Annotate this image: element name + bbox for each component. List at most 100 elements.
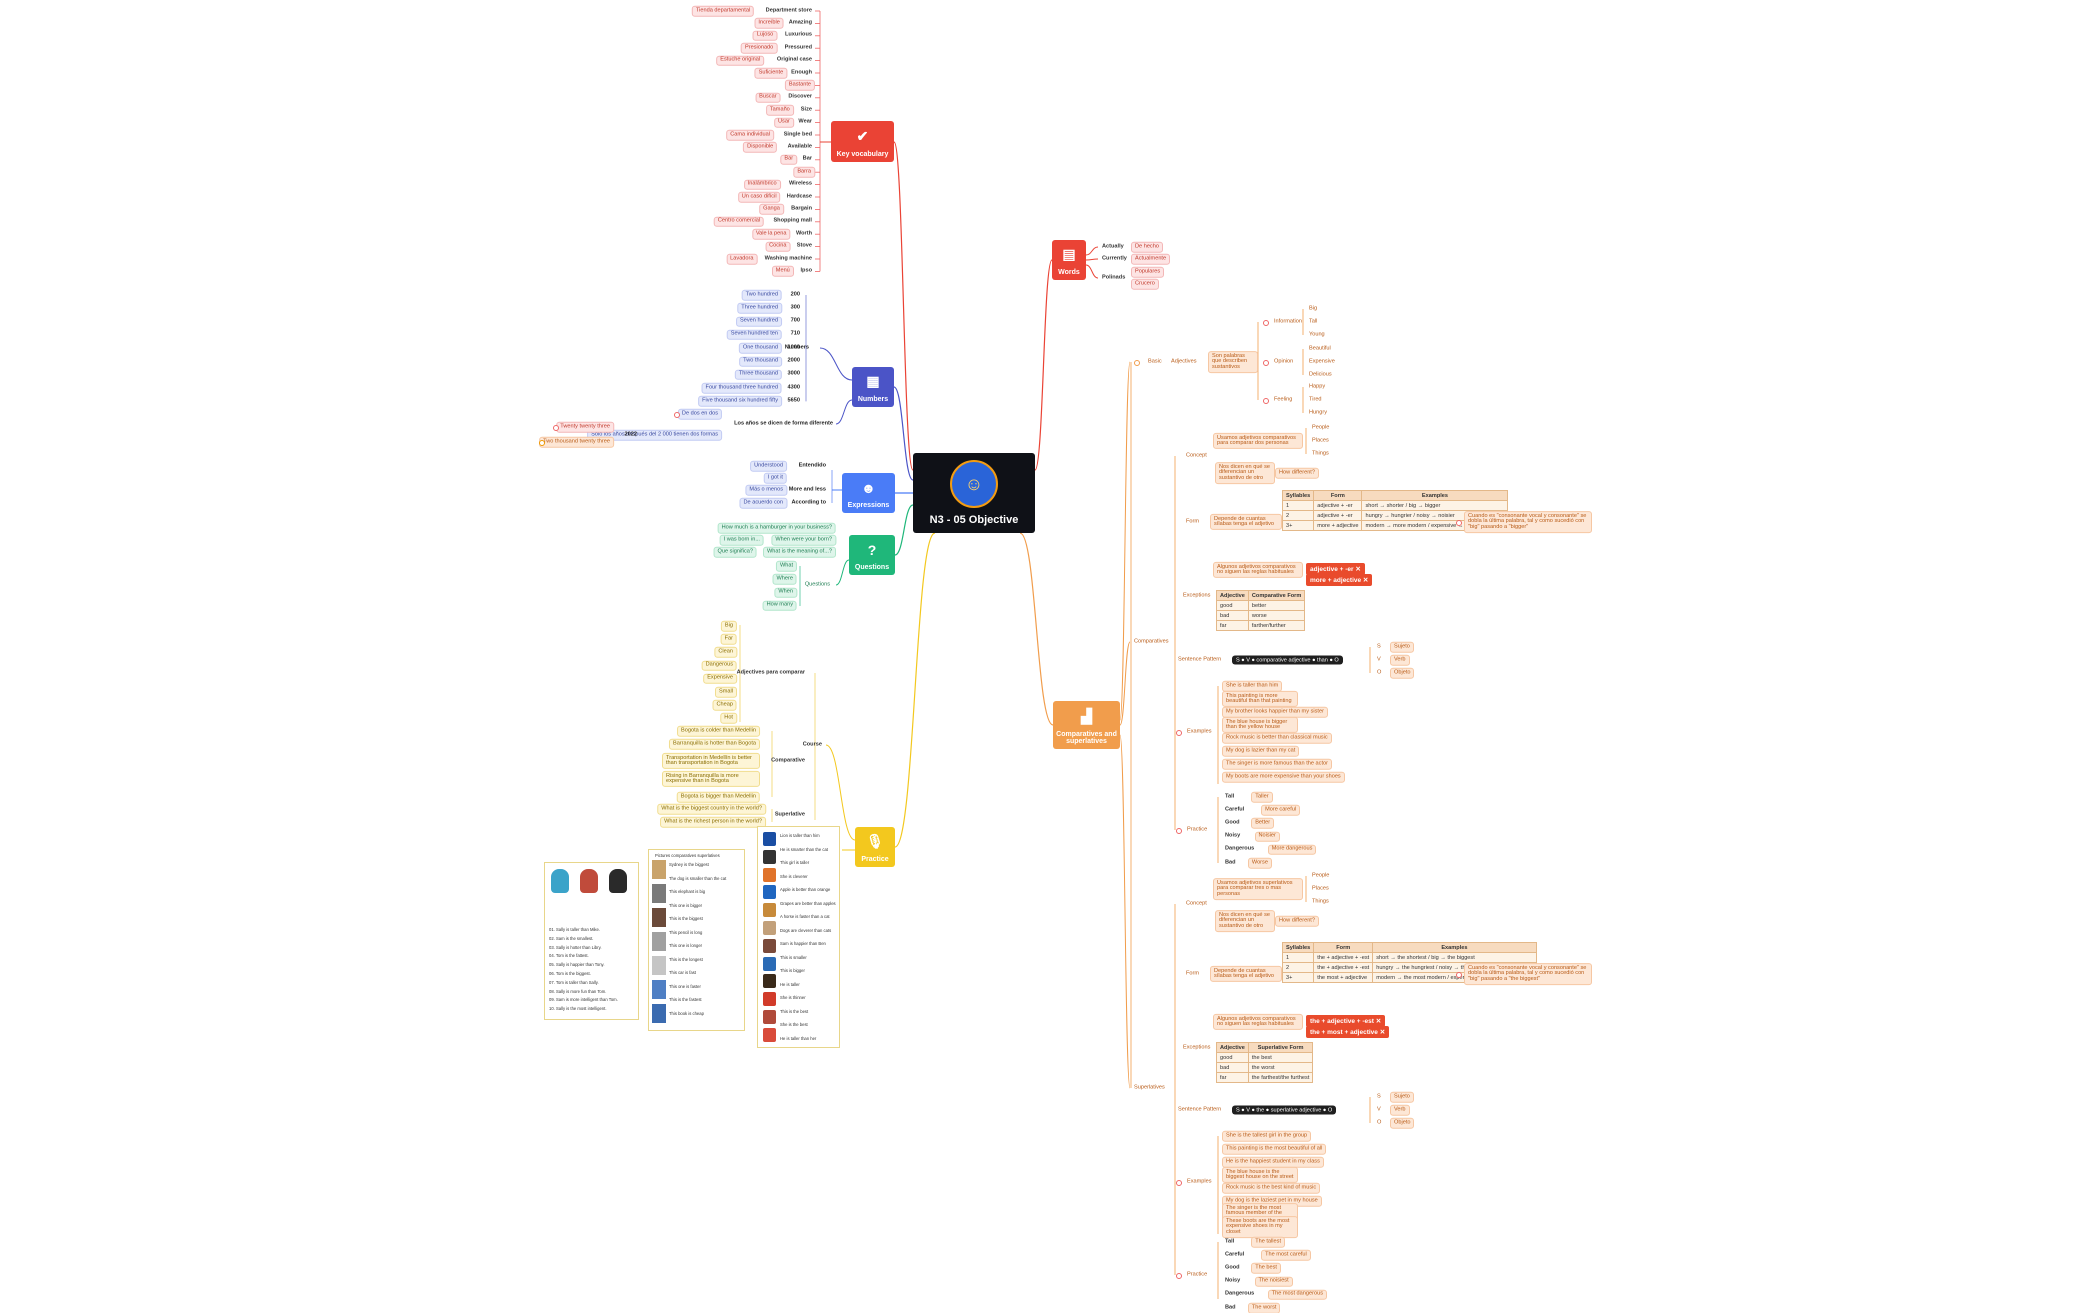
form-tip[interactable]: Cuando es "consonante vocal y consonante… (1464, 963, 1592, 985)
collapse-dot-icon[interactable] (1263, 320, 1269, 326)
practice-adjective-0[interactable]: Tall (1225, 1238, 1235, 1245)
word-currently[interactable]: Currently (1102, 255, 1127, 262)
expression-english-0[interactable]: Entendido (798, 462, 826, 469)
word-currently-es[interactable]: Actualmente (1131, 253, 1171, 265)
superlative-label[interactable]: Superlative (774, 811, 805, 818)
compare-adjective-0[interactable]: Big (720, 620, 737, 632)
number-digits-5[interactable]: 2000 (787, 357, 800, 364)
example-sentence-4[interactable]: Rock music is better than classical musi… (1222, 732, 1332, 744)
vocab-english-9[interactable]: Wear (798, 118, 812, 125)
vocab-spanish-18[interactable]: Vale la pena (751, 228, 791, 240)
vocab-english-3[interactable]: Pressured (784, 44, 812, 51)
branch-words[interactable]: ▤ Words (1052, 240, 1086, 280)
vocab-spanish-14[interactable]: Inalámbrico (743, 179, 781, 190)
worksheet-characters[interactable]: 01. Sally is taller than Mike.02. Sam is… (544, 862, 639, 1020)
collapse-dot-icon[interactable] (1176, 1273, 1182, 1279)
svo-word-1[interactable]: Verb (1390, 654, 1410, 666)
comparative-sentence-1[interactable]: Barranquilla is hotter than Bogota (668, 738, 760, 750)
vocab-english-2[interactable]: Luxurious (784, 32, 812, 38)
vocab-english-15[interactable]: Hardcase (786, 193, 812, 200)
expression-spanish-3[interactable]: De acuerdo con (739, 497, 787, 509)
superlative-question-1[interactable]: What is the richest person in the world? (660, 816, 766, 828)
branch-comparatives[interactable]: ▟ Comparatives and superlatives (1053, 701, 1120, 749)
compare-adjective-4[interactable]: Expensive (703, 673, 737, 685)
vocab-spanish-12[interactable]: Bar (780, 154, 798, 166)
svo-letter-2[interactable]: O (1377, 1119, 1382, 1126)
years-note-1[interactable]: De dos en dos (677, 408, 722, 420)
example-sentence-0[interactable]: She is taller than him (1222, 680, 1283, 692)
practice-answer-2[interactable]: Better (1251, 818, 1275, 829)
compare-adjective-3[interactable]: Dangerous (701, 660, 737, 671)
category-opinion-item-2[interactable]: Delicious (1309, 371, 1332, 378)
practice-answer-5[interactable]: The worst (1247, 1302, 1281, 1313)
question-2-spanish[interactable]: I was born in... (719, 534, 764, 546)
concept-item-1[interactable]: Places (1312, 885, 1329, 892)
compare-adjective-5[interactable]: Small (715, 686, 737, 698)
branch-questions[interactable]: ? Questions (849, 535, 895, 575)
collapse-dot-icon[interactable] (1456, 972, 1462, 978)
practice-adjective-3[interactable]: Noisy (1225, 1277, 1241, 1284)
concept-question-2[interactable]: How different? (1275, 467, 1319, 479)
vocab-english-11[interactable]: Available (787, 143, 812, 150)
question-2-english[interactable]: When were your born? (771, 534, 836, 546)
vocab-english-7[interactable]: Discover (788, 94, 812, 100)
practice-answer-5[interactable]: Worse (1247, 857, 1272, 869)
year-form-a[interactable]: Twenty twenty three (556, 421, 614, 433)
form-tip[interactable]: Cuando es "consonante vocal y consonante… (1464, 511, 1592, 533)
word-actually-es[interactable]: De hecho (1131, 241, 1163, 253)
vocab-spanish-19[interactable]: Cocina (765, 241, 791, 252)
vocab-spanish-7[interactable]: Buscar (755, 92, 781, 104)
svo-letter-1[interactable]: V (1377, 656, 1381, 663)
year-form-b[interactable]: Two thousand twenty three (539, 436, 614, 448)
superlative-question-0[interactable]: What is the biggest country in the world… (657, 803, 766, 815)
vocab-spanish-21[interactable]: Menú (771, 266, 794, 277)
example-sentence-6[interactable]: The singer is more famous than the actor (1222, 758, 1332, 770)
question-1[interactable]: How much is a hamburger in your business… (717, 522, 836, 534)
concept-item-2[interactable]: Things (1312, 450, 1329, 457)
number-digits-3[interactable]: 710 (790, 331, 800, 338)
basic-label[interactable]: Basic (1148, 358, 1162, 365)
vocab-english-1[interactable]: Amazing (788, 19, 812, 26)
questions-label[interactable]: Questions (804, 581, 830, 588)
concept-item-1[interactable]: Places (1312, 437, 1329, 444)
category-feeling-item-2[interactable]: Hungry (1309, 409, 1328, 416)
number-words-5[interactable]: Two thousand (739, 356, 782, 367)
word-crucero[interactable]: Crucero (1131, 278, 1159, 290)
vocab-english-18[interactable]: Worth (795, 230, 812, 237)
question-3-english[interactable]: What is the meaning of...? (763, 546, 836, 558)
collapse-dot-icon[interactable] (1134, 360, 1140, 366)
collapse-dot-icon[interactable] (1263, 360, 1269, 366)
compare-adjective-7[interactable]: Hot (720, 713, 737, 724)
svo-word-0[interactable]: Sujeto (1390, 641, 1414, 653)
vocab-english-19[interactable]: Stove (796, 242, 812, 249)
practice-adjective-0[interactable]: Tall (1225, 793, 1235, 800)
number-words-4[interactable]: One thousand (738, 342, 782, 354)
course-label[interactable]: Course (802, 741, 822, 748)
category-information-item-0[interactable]: Big (1309, 305, 1318, 312)
category-information-item-1[interactable]: Tall (1309, 318, 1318, 325)
examples-label[interactable]: Examples (1187, 728, 1212, 735)
collapse-dot-icon[interactable] (1176, 828, 1182, 834)
example-sentence-3[interactable]: The blue house is the biggest house on t… (1222, 1166, 1298, 1184)
question-word-1[interactable]: Where (772, 574, 797, 585)
vocab-spanish-17[interactable]: Centro comercial (713, 216, 765, 228)
example-sentence-7[interactable]: My boots are more expensive than your sh… (1222, 771, 1345, 783)
svo-letter-1[interactable]: V (1377, 1106, 1381, 1113)
years-note-2[interactable]: Solo los años después del 2 000 tienen d… (587, 429, 722, 441)
practice-label[interactable]: Practice (1187, 826, 1208, 833)
vocab-english-4[interactable]: Original case (776, 56, 812, 63)
vocab-english-5[interactable]: Enough (791, 69, 812, 76)
vocab-spanish-0[interactable]: Tienda departamental (691, 5, 755, 17)
vocab-english-10[interactable]: Single bed (783, 131, 812, 138)
practice-answer-0[interactable]: The tallest (1251, 1236, 1285, 1248)
practice-label[interactable]: Practice (1187, 1271, 1208, 1278)
branch-key-vocabulary[interactable]: ✔ Key vocabulary (831, 121, 894, 162)
question-word-3[interactable]: How many (762, 600, 797, 612)
form-label[interactable]: Form (1186, 518, 1200, 525)
vocab-spanish-20[interactable]: Lavadora (726, 253, 758, 265)
number-digits-6[interactable]: 3000 (787, 371, 800, 377)
exceptions-note[interactable]: Algunos adjetivos comparativos no siguen… (1213, 561, 1303, 579)
central-topic[interactable]: ☺ N3 - 05 Objective (913, 453, 1035, 533)
svo-letter-2[interactable]: O (1377, 669, 1382, 676)
number-digits-2[interactable]: 700 (790, 317, 800, 324)
